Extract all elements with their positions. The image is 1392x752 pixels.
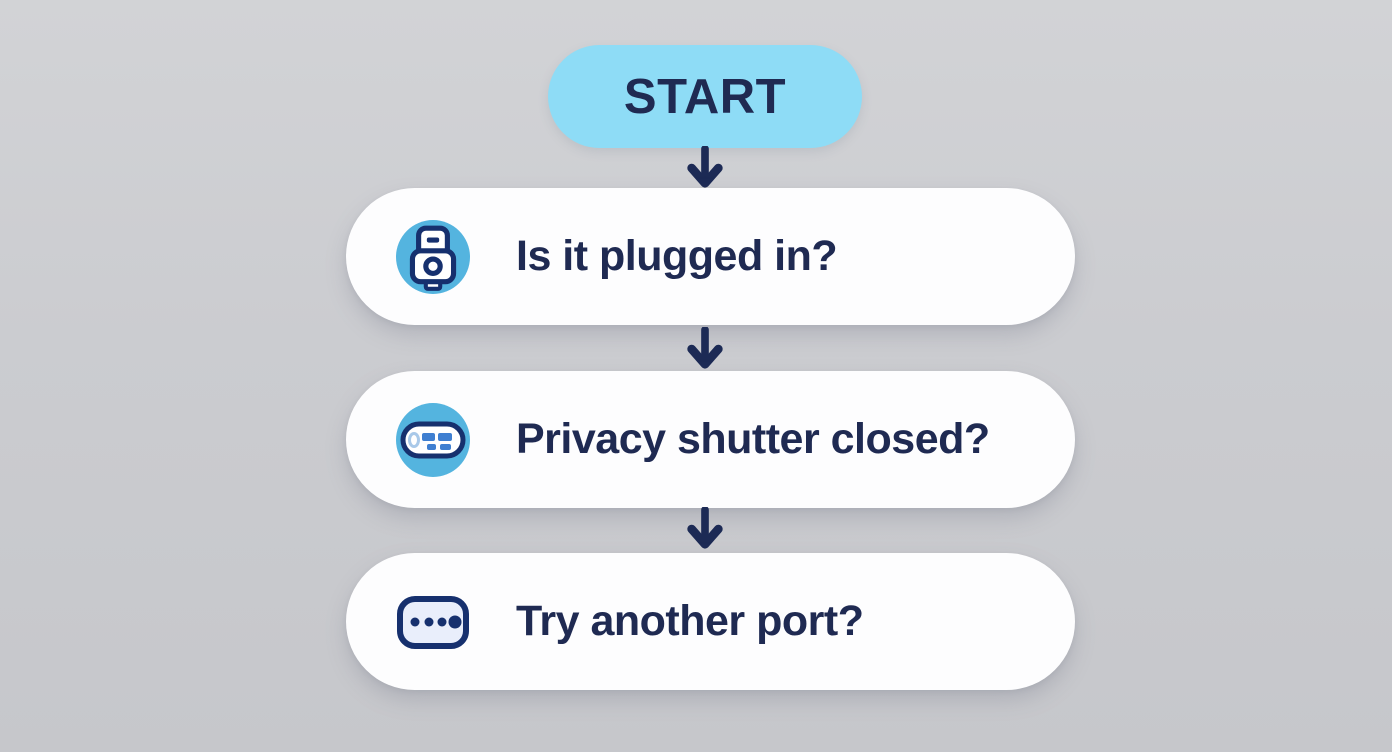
step-card-privacy-shutter: Privacy shutter closed? bbox=[346, 371, 1075, 508]
step-label: Is it plugged in? bbox=[516, 232, 838, 280]
usb-plug-icon bbox=[396, 219, 470, 294]
usb-port-icon bbox=[396, 585, 470, 659]
step-label: Try another port? bbox=[516, 597, 864, 645]
step-card-plugged-in: Is it plugged in? bbox=[346, 188, 1075, 325]
step-card-try-another-port: Try another port? bbox=[346, 553, 1075, 690]
step-label: Privacy shutter closed? bbox=[516, 415, 990, 463]
down-arrow-icon bbox=[687, 327, 723, 369]
start-label: START bbox=[623, 69, 787, 124]
down-arrow-icon bbox=[687, 146, 723, 188]
down-arrow-icon bbox=[687, 507, 723, 549]
webcam-privacy-shutter-icon bbox=[396, 402, 470, 477]
start-node: START bbox=[548, 45, 862, 148]
